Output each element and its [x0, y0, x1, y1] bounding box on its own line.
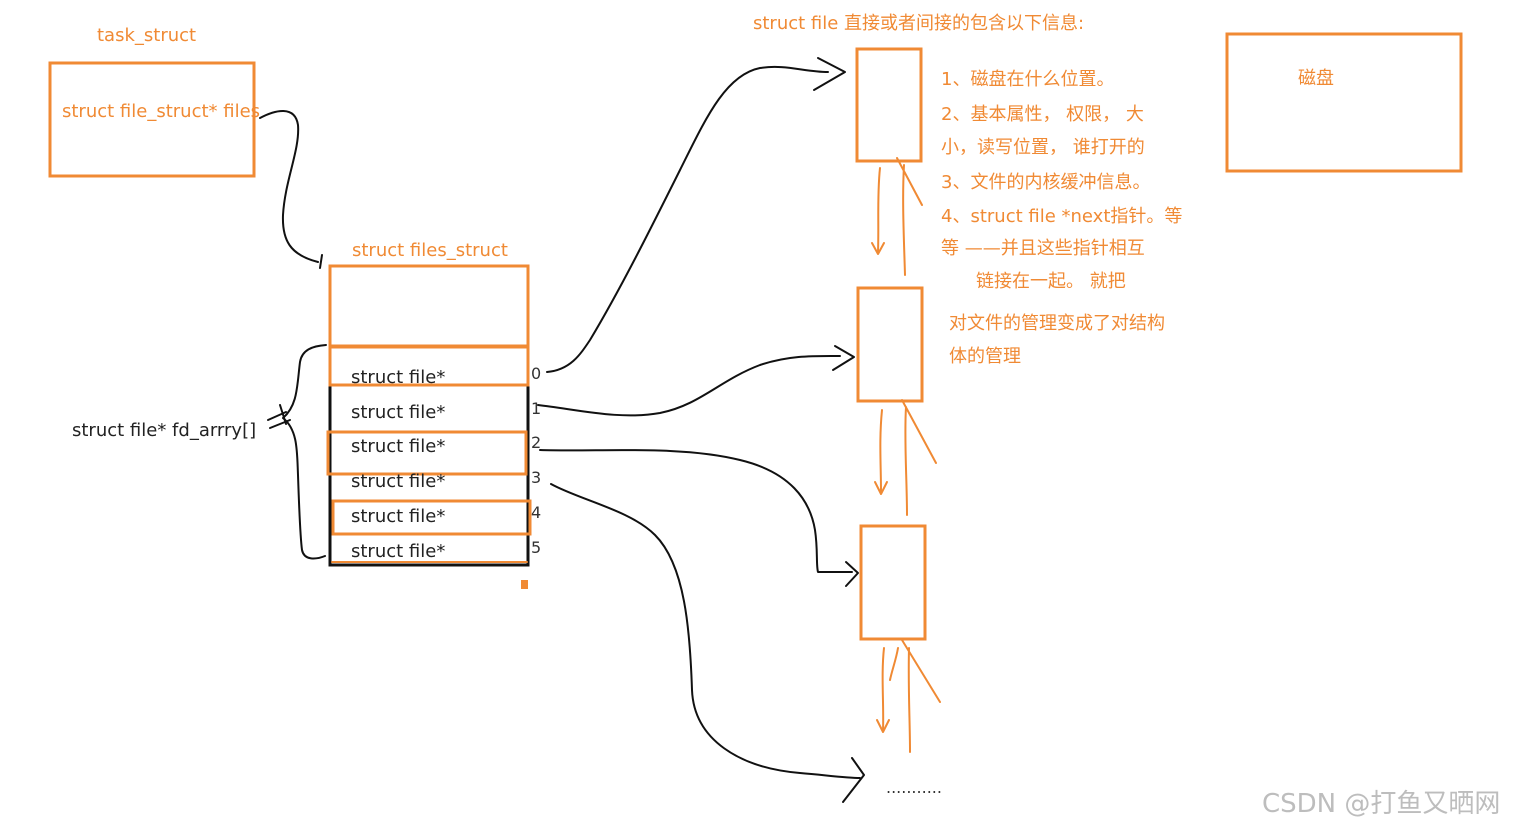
fd2-connector: [539, 449, 853, 573]
orange-marker: [521, 580, 528, 589]
fd-slot-2-highlight: [326, 430, 528, 476]
info-line: 3、文件的内核缓冲信息。: [941, 172, 1150, 193]
files-struct-box: [328, 264, 530, 348]
fd0-connector: [546, 65, 829, 373]
struct-file-box-1: [855, 47, 923, 163]
watermark-text: CSDN @打鱼又晒网: [1262, 789, 1500, 819]
fd-slot-label: struct file*: [351, 367, 445, 388]
fd-index: 2: [531, 433, 541, 452]
info-line: 对文件的管理变成了对结构: [949, 313, 1165, 334]
disk-box: [1225, 32, 1463, 173]
fd-array-label: struct file* fd_arrry[]: [72, 420, 256, 441]
fd-slot-label: struct file*: [351, 506, 445, 527]
fd-index: 5: [531, 538, 541, 557]
task-struct-label: task_struct: [97, 25, 196, 46]
next-pointer-arrow: [881, 647, 885, 731]
fd3-connector: [550, 483, 861, 779]
info-line: 2、基本属性， 权限， 大: [941, 104, 1144, 125]
struct-file-header: struct file 直接或者间接的包含以下信息:: [753, 13, 1084, 34]
fd-index: 1: [531, 399, 541, 418]
fd-index: 3: [531, 468, 541, 487]
back-pointer-strokes: [896, 157, 923, 276]
fd1-connector: [537, 354, 841, 417]
fd-slot-0-highlight: [328, 345, 530, 387]
next-pointer-arrowhead: [871, 242, 885, 255]
struct-file-box-3: [859, 524, 927, 641]
fd-array-brace: [282, 344, 327, 560]
task-struct-box: [48, 61, 256, 178]
fd-slot-4-highlight: [331, 499, 532, 536]
info-line: 体的管理: [949, 346, 1021, 367]
fd1-arrowhead: [832, 345, 855, 371]
fd3-arrowhead: [842, 757, 865, 803]
fd0-arrowhead: [813, 57, 846, 91]
fd-slot-label: struct file*: [351, 402, 445, 423]
back-pointer-strokes: [901, 399, 937, 516]
info-line: 小，读写位置， 谁打开的: [941, 137, 1145, 158]
info-line: 4、struct file *next指针。等: [941, 206, 1182, 227]
next-pointer-arrow: [877, 167, 881, 253]
next-pointer-arrowhead: [876, 719, 890, 733]
files-pointer-connector: [259, 110, 319, 263]
disk-label: 磁盘: [1298, 68, 1334, 89]
ellipsis-label: ...........: [886, 778, 942, 797]
back-pointer-strokes: [889, 639, 941, 753]
next-pointer-arrowhead: [874, 481, 888, 495]
fd-slot-label: struct file*: [351, 471, 445, 492]
files-pointer-label: struct file_struct* files: [62, 101, 260, 122]
fd-slot-label: struct file*: [351, 541, 445, 562]
info-line: 1、磁盘在什么位置。: [941, 69, 1114, 90]
info-line: 链接在一起。 就把: [976, 271, 1126, 292]
struct-file-box-2: [856, 286, 924, 403]
next-pointer-arrow: [879, 409, 883, 493]
files-pointer-arrowhead: [319, 254, 323, 269]
files-struct-label: struct files_struct: [352, 240, 508, 261]
fd2-arrowhead: [845, 561, 859, 587]
fd-index: 0: [531, 364, 541, 383]
fd-array-brace-tick: [267, 404, 291, 429]
info-line: 等 ——并且这些指针相互: [941, 238, 1145, 259]
fd-index: 4: [531, 503, 541, 522]
fd-slot-label: struct file*: [351, 436, 445, 457]
